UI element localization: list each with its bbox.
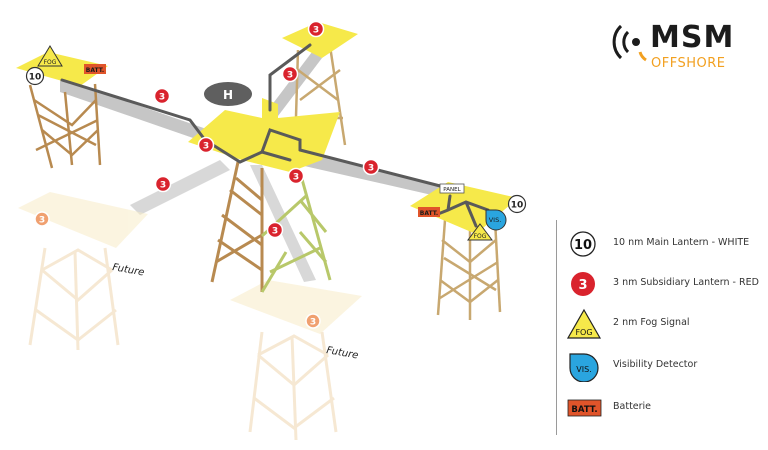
battery-right: BATT. [418,207,440,217]
main-platform-jacket [210,161,332,293]
brand-name: MSM [650,20,735,55]
svg-text:FOG: FOG [44,59,57,66]
main-platform-deck: H [188,82,340,172]
svg-text:3: 3 [310,318,316,328]
lantern-3-top: 3 [307,20,325,38]
cable-top [268,43,312,112]
lantern-3-future-left-bridge: 3 [154,175,172,193]
future-label-left: Future [111,262,145,278]
fog-signal-left: FOG [37,45,63,67]
svg-text:FOG: FOG [474,233,487,240]
svg-text:VIS.: VIS. [576,365,591,374]
future-label-bottom: Future [325,345,359,361]
legend-label: 2 nm Fog Signal [613,317,690,328]
cable-right-deck [436,194,490,228]
svg-text:BATT.: BATT. [571,405,597,415]
helipad [204,82,252,106]
svg-text:3: 3 [272,227,278,237]
legend-label: 10 nm Main Lantern - WHITE [613,237,750,248]
subsidiary-lantern-icon: 3 [571,272,595,296]
svg-text:BATT.: BATT. [86,67,104,74]
bridges [60,52,445,282]
bridge-to-future-bottom [250,165,316,282]
bridge-to-top-platform [268,52,322,116]
lantern-3-future-left: 3 [34,211,50,227]
brand-subtitle: OFFSHORE [651,56,726,71]
panel: PANEL [439,183,465,194]
lantern-3-future-bottom: 3 [305,313,321,329]
battery-left: BATT. [84,64,106,74]
legend-item-main-lantern: 10 10 nm Main Lantern - WHITE [567,228,762,260]
lantern-3-main-west: 3 [197,136,215,154]
visibility-detector: VIS. [485,209,507,231]
legend-label: Visibility Detector [613,359,698,370]
svg-text:3: 3 [39,216,45,226]
lantern-3-right-bridge: 3 [362,158,380,176]
svg-text:10: 10 [511,201,524,211]
svg-text:10: 10 [29,73,42,83]
legend-item-visibility-detector: VIS. Visibility Detector [567,350,762,382]
lantern-3-top-bridge: 3 [281,65,299,83]
legend: 10 10 nm Main Lantern - WHITE 3 3 nm Sub… [556,220,762,435]
lantern-3-left-bridge: 3 [153,87,171,105]
future-platform-left [18,192,148,351]
legend-label: Batterie [613,401,652,412]
msm-offshore-logo: MSM OFFSHORE [606,18,746,78]
future-platform-bottom [230,280,362,441]
svg-text:BATT.: BATT. [420,210,438,217]
svg-text:VIS.: VIS. [489,216,502,224]
cable-left [60,78,207,142]
battery-icon: BATT. [567,399,602,417]
bridge-to-left-platform [60,78,222,148]
left-platform [16,52,108,169]
main-lantern-left: 10 [25,66,45,86]
svg-text:3: 3 [578,278,587,293]
svg-text:FOG: FOG [575,328,592,337]
svg-text:10: 10 [574,238,592,253]
fog-signal-icon: FOG [567,308,602,339]
legend-item-fog-signal: FOG 2 nm Fog Signal [567,308,762,340]
main-lantern-right: 10 [507,194,527,214]
cable-main-2 [260,128,302,154]
svg-text:3: 3 [368,164,374,174]
svg-text:3: 3 [203,142,209,152]
lantern-3-future-bottom-bridge: 3 [266,221,284,239]
svg-text:3: 3 [313,26,319,36]
helipad-label: H [223,88,233,102]
legend-label: 3 nm Subsidiary Lantern - RED [613,277,759,288]
subsidiary-lanterns: 3 3 3 3 3 3 3 3 3 3 [34,20,380,329]
cable-main-1 [203,138,292,164]
main-lantern-icon: 10 [570,231,596,257]
svg-text:3: 3 [159,93,165,103]
signal-waves-icon [612,24,647,62]
svg-text:3: 3 [160,181,166,191]
lantern-3-main-south: 3 [287,167,305,185]
legend-item-subsidiary-lantern: 3 3 nm Subsidiary Lantern - RED [567,268,762,300]
svg-text:PANEL: PANEL [443,187,461,193]
svg-text:3: 3 [293,173,299,183]
legend-item-battery: BATT. Batterie [567,392,762,424]
svg-text:3: 3 [287,71,293,81]
bridge-to-future-left [130,160,230,215]
visibility-detector-icon: VIS. [569,353,599,382]
fog-signal-right: FOG [467,223,493,241]
